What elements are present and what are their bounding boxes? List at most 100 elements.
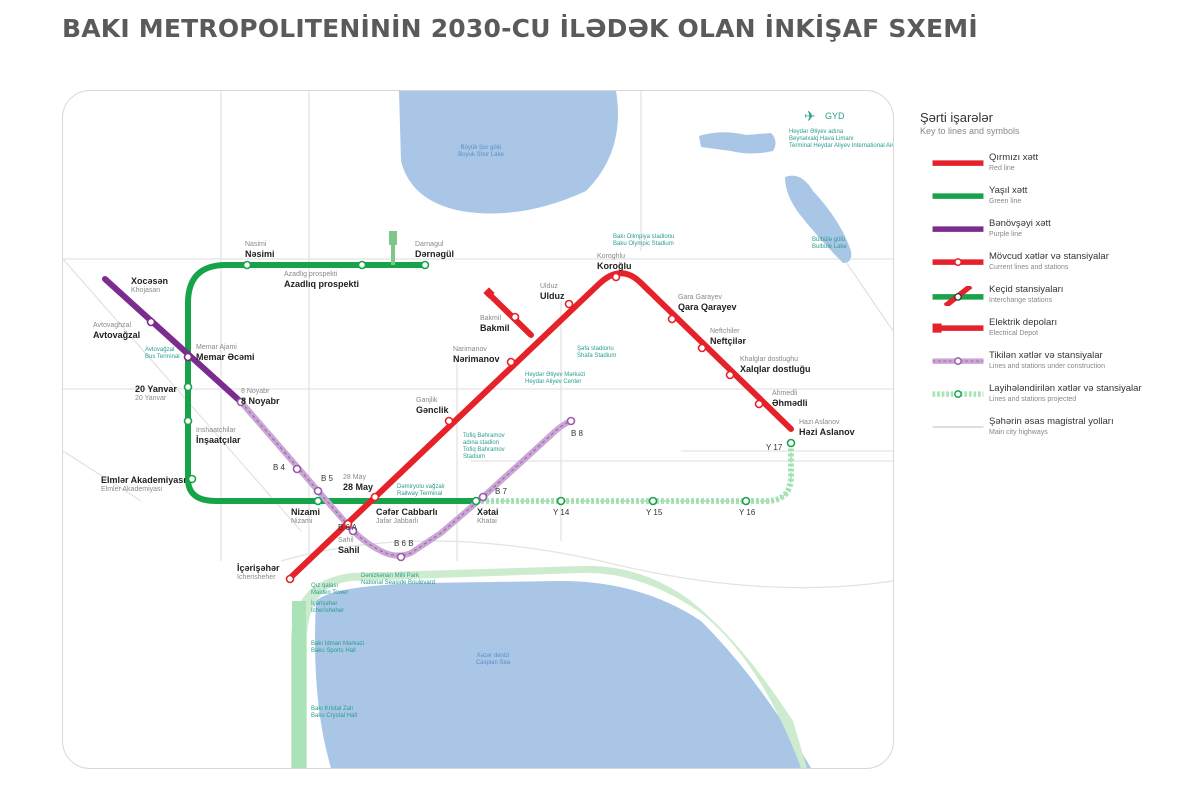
station-label-name: Elmlər Akademiyası <box>101 475 186 485</box>
legend-symbol-highway <box>932 426 984 428</box>
projected-station-code[interactable]: B 7 <box>495 487 508 496</box>
station-label-name: İnşaatçılar <box>196 435 241 445</box>
station-label-translit: Ahmedli <box>772 390 798 397</box>
landmark-text: Heydər Əliyev Mərkəzi <box>525 372 586 378</box>
projected-station-code[interactable]: B 5 <box>321 474 334 483</box>
station-label-translit: Bakmil <box>480 315 502 322</box>
legend-symbol-construction <box>932 357 984 365</box>
projected-station-code[interactable]: Y 17 <box>766 443 783 452</box>
landmark-text: Bulbule Lake <box>812 244 847 250</box>
legend-symbol-green-line <box>932 193 984 199</box>
landmark-text: Avtovağzal <box>145 347 175 353</box>
station-label-translit: Jafar Jabbarli <box>376 518 419 525</box>
projected-station-code[interactable]: B 6 A <box>338 523 358 532</box>
landmark-text: Stadium <box>463 454 486 460</box>
landmark-text: Shafa Stadium <box>577 353 617 359</box>
station-label-name: Gənclik <box>416 405 449 415</box>
projected-station-code[interactable]: Y 14 <box>553 508 570 517</box>
landmark-text: Bakı İdman Mərkəzi <box>311 641 365 647</box>
legend-subtitle: Key to lines and symbols <box>920 126 1020 136</box>
projected-station-code[interactable]: B 8 <box>571 429 584 438</box>
station-label-translit: Neftchiler <box>710 328 740 335</box>
legend-symbol-purple-line <box>932 226 984 232</box>
depot-bakmil <box>483 287 495 299</box>
landmark-text: Boyuk Shor Lake <box>458 152 504 158</box>
station-label-translit: Darnagul <box>415 241 444 248</box>
station-label-translit: Inshaatchilar <box>196 427 236 434</box>
station-label-name: Neftçilər <box>710 336 747 346</box>
water-bodies <box>315 91 852 768</box>
station-label-name: Xətai <box>477 507 499 517</box>
legend-item-label: Yaşıl xətt <box>989 185 1028 196</box>
station-label-translit: Narimanov <box>453 346 487 353</box>
landmark-text: Baku Sports Hall <box>311 648 356 654</box>
legend-item-sublabel: Red line <box>989 165 1015 172</box>
station-label-translit: Khalglar dostlughu <box>740 356 798 363</box>
legend-item-sublabel: Main city highways <box>989 429 1048 436</box>
station-label-name: Azadlıq prospekti <box>284 279 360 289</box>
landmark-text: İçərişəhər <box>311 601 338 607</box>
landmark-text: Railway Terminal <box>397 491 443 497</box>
legend-item-label: Bənövşəyi xətt <box>989 218 1051 229</box>
station-label-translit: Icherisheher <box>237 574 276 581</box>
legend-symbol-depot <box>932 323 984 333</box>
bulbule-lake <box>785 175 852 263</box>
red-line <box>286 270 794 582</box>
legend-item-sublabel: Green line <box>989 198 1022 205</box>
page-title: BAKI METROPOLITENİNİN 2030-CU İLƏDƏK OLA… <box>62 14 978 43</box>
station-label-translit: Memar Ajami <box>196 344 237 351</box>
legend-item-label: Tikilən xətlər və stansiyalar <box>989 350 1103 361</box>
station-label-translit: Gara Garayev <box>678 294 722 301</box>
station-label-name: Ulduz <box>540 291 565 301</box>
landmark-text: Heydar Aliyev Center <box>525 379 582 385</box>
landmark-text: Baku Olympic Stadium <box>613 241 674 247</box>
landmark-text: Icherisheher <box>311 608 345 614</box>
station-label-translit: Elmler Akademiyasi <box>101 486 163 493</box>
projected-station-code[interactable]: B 6 B <box>394 539 414 548</box>
projected-station-code[interactable]: B 4 <box>273 463 286 472</box>
projected-station-code[interactable]: Y 15 <box>646 508 663 517</box>
airplane-icon: ✈ <box>804 109 816 125</box>
projected-station-code[interactable]: Y 16 <box>739 508 756 517</box>
station-label-translit: Sahil <box>338 537 354 544</box>
legend-item-sublabel: Lines and stations projected <box>989 396 1077 403</box>
landmark-text: Baku Crystal Hall <box>311 713 358 719</box>
